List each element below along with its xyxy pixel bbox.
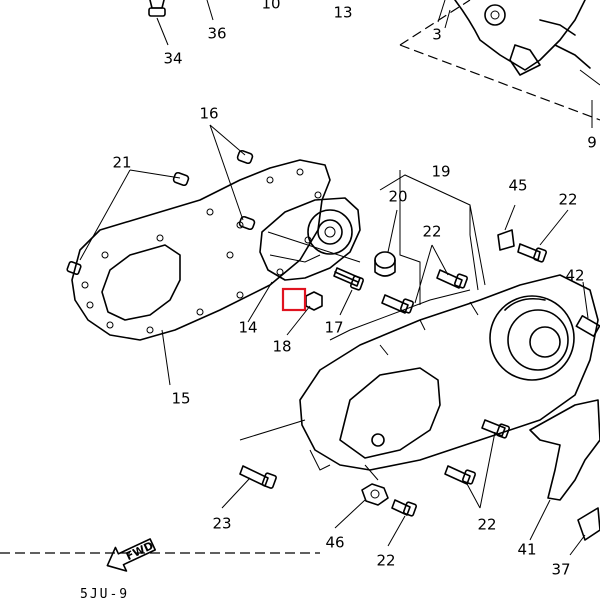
callout-19: 19 [431,163,450,181]
nut-46 [361,483,389,506]
gasket-15 [71,159,331,341]
callout-pointers [79,0,593,556]
forward-arrow-icon: FWD [106,538,156,572]
callout-22: 22 [422,223,441,241]
callout-13: 13 [333,4,352,22]
collar-21 [66,171,190,275]
callout-34: 34 [163,50,182,68]
bolts-22 [381,243,547,517]
callout-21: 21 [112,154,131,172]
callout-labels: 10 13 36 34 3 9 16 21 19 20 45 22 22 42 … [112,0,596,579]
collar-20 [374,251,396,277]
callout-45: 45 [508,177,527,195]
callout-36: 36 [207,25,226,43]
bolt-17 [333,267,364,291]
frame-bracket-41 [529,315,600,541]
top-fasteners [148,0,214,46]
clip-45 [497,204,516,251]
assembly-leader-lines [239,170,486,481]
callout-16: 16 [199,105,218,123]
callout-18: 18 [272,338,291,356]
upper-crankcase-fragment [399,0,600,121]
bolt-23 [239,465,277,489]
callout-37: 37 [551,561,570,579]
callout-15: 15 [171,390,190,408]
bearing-cover-14 [259,197,361,281]
callout-41: 41 [517,541,536,559]
callout-14: 14 [238,319,257,337]
callout-17: 17 [324,319,343,337]
callout-42: 42 [565,267,584,285]
callout-22: 22 [376,552,395,570]
callout-10: 10 [261,0,280,13]
highlight-box [281,287,307,312]
callout-22: 22 [558,191,577,209]
crankcase-cover [299,274,599,471]
callout-20: 20 [388,188,407,206]
footer-code: 5JU-9 [80,587,129,600]
callout-46: 46 [325,534,344,552]
callout-3: 3 [432,26,442,44]
fwd-label: FWD [124,539,156,563]
callout-23: 23 [212,515,231,533]
dowel-pins-16 [236,149,256,231]
callout-9: 9 [587,134,597,152]
callout-22: 22 [477,516,496,534]
